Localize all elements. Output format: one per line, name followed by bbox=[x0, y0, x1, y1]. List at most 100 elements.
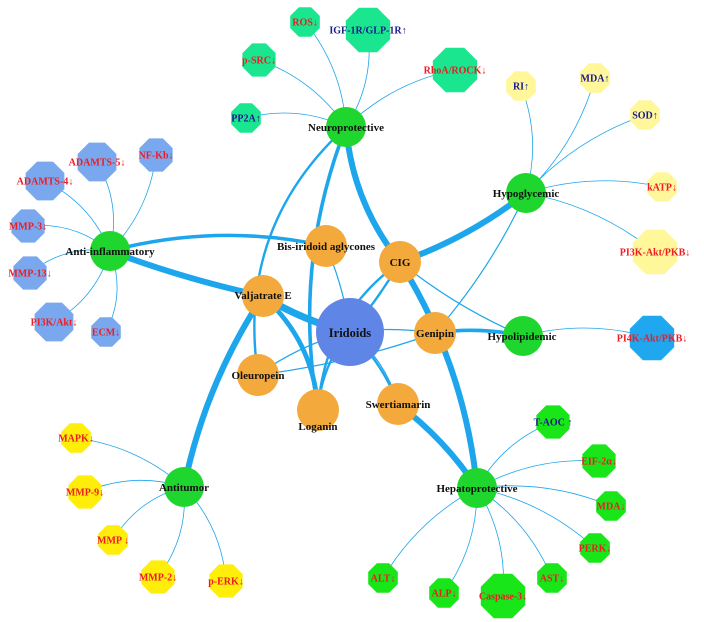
edge-loganin-neuroprotective bbox=[307, 125, 348, 412]
node-antitumor: Antitumor bbox=[159, 467, 209, 507]
leaf-label: MDA↑ bbox=[581, 74, 610, 85]
leaf-node: ROS↓ bbox=[290, 7, 320, 37]
leaf-octagon bbox=[68, 475, 102, 509]
leaf-label: T-AOC ↑ bbox=[534, 418, 573, 429]
leaf-octagon bbox=[432, 47, 478, 93]
node-swertiamarin: Swertiamarin bbox=[366, 383, 431, 425]
leaf-octagon bbox=[596, 491, 626, 521]
leaf-label: PI3K-Akt/PKB↓ bbox=[620, 248, 691, 259]
leaf-octagon bbox=[13, 256, 47, 290]
neuroprotective-label: Neuroprotective bbox=[308, 122, 384, 134]
leaf-octagon bbox=[91, 317, 121, 347]
leaf-label: MMP-13↓ bbox=[8, 269, 51, 280]
leaf-node: T-AOC ↑ bbox=[534, 405, 573, 439]
leaf-octagon bbox=[61, 423, 91, 453]
leaf-label: Caspase-3↓ bbox=[479, 592, 527, 603]
leaf-octagon bbox=[139, 138, 173, 172]
leaf-node: PP2A↑ bbox=[231, 103, 261, 133]
node-genipin: Genipin bbox=[414, 312, 456, 354]
leaf-label: MMP ↓ bbox=[97, 536, 129, 547]
leaf-node: NF-Kb↓ bbox=[139, 138, 174, 172]
leaf-node: MMP-13↓ bbox=[8, 256, 52, 290]
leaf-label: p-ERK↓ bbox=[208, 577, 244, 588]
component-circle bbox=[237, 354, 279, 396]
leaf-octagon bbox=[290, 7, 320, 37]
leaf-label: EIF-2α↓ bbox=[581, 457, 617, 468]
leaf-label: PERK↓ bbox=[579, 544, 612, 555]
leaf-label: ALT↓ bbox=[371, 574, 396, 585]
component-circle bbox=[242, 275, 284, 317]
leaf-node: MMP ↓ bbox=[97, 525, 129, 555]
leaf-label: ROS↓ bbox=[292, 18, 318, 29]
edge-oleuropein-neuroprotective bbox=[253, 125, 348, 377]
oleuropein-label: Oleuropein bbox=[232, 370, 285, 382]
leaf-node: MMP-3↓ bbox=[9, 209, 47, 243]
iridoids-label: Iridoids bbox=[329, 326, 372, 340]
leaf-octagon bbox=[480, 573, 526, 619]
edge-genipin-hypoglycemic bbox=[434, 192, 527, 334]
edge-bis-anti-inflammatory bbox=[108, 233, 328, 253]
center-circle bbox=[316, 298, 384, 366]
node-bis: Bis-iridoid aglycones bbox=[277, 225, 376, 267]
leaf-node: Caspase-3↓ bbox=[479, 573, 527, 619]
hub-circle bbox=[503, 316, 543, 356]
edge-cig-hepatoprotective bbox=[397, 259, 480, 491]
leaf-node: ALT↓ bbox=[368, 563, 398, 593]
swertiamarin-label: Swertiamarin bbox=[366, 399, 431, 411]
component-circle bbox=[297, 389, 339, 431]
leaf-octagon bbox=[209, 564, 243, 598]
leaf-label: MMP-9↓ bbox=[66, 488, 104, 499]
leaf-label: MMP-3↓ bbox=[9, 222, 47, 233]
bis-label: Bis-iridoid aglycones bbox=[277, 241, 376, 253]
leaf-octagon bbox=[580, 63, 610, 93]
leaf-node: MMP-2↓ bbox=[139, 560, 177, 594]
leaf-label: PI4K-Akt/PKB↓ bbox=[617, 334, 688, 345]
component-circle bbox=[305, 225, 347, 267]
node-hypolipidemic: Hypolipidemic bbox=[487, 316, 557, 356]
leaf-label: PI3K/Akt↓ bbox=[31, 318, 78, 329]
antitumor-label: Antitumor bbox=[159, 482, 209, 494]
leaf-octagon bbox=[34, 302, 74, 342]
leaf-node: AST↓ bbox=[537, 563, 567, 593]
hub-circle bbox=[457, 468, 497, 508]
leaf-octagon bbox=[25, 161, 65, 201]
hub-circle bbox=[90, 231, 130, 271]
leaf-node: RhoA/ROCK↓ bbox=[424, 47, 486, 93]
leaf-label: ECM↓ bbox=[92, 328, 120, 339]
node-cig: CIG bbox=[379, 241, 421, 283]
leaf-octagon bbox=[11, 209, 45, 243]
hypoglycemic-label: Hypoglycemic bbox=[493, 188, 560, 200]
cig-label: CIG bbox=[390, 257, 411, 269]
component-circle bbox=[379, 241, 421, 283]
leaf-label: ALP↓ bbox=[432, 589, 457, 600]
leaf-node: IGF-1R/GLP-1R↑ bbox=[329, 7, 407, 53]
hepatoprotective-label: Hepatoprotective bbox=[436, 483, 517, 495]
anti-inflammatory-label: Anti-inflammatory bbox=[65, 246, 155, 258]
leaf-node: ADAMTS-5↓ bbox=[69, 142, 125, 182]
leaf-node: MMP-9↓ bbox=[66, 475, 104, 509]
leaf-node: ECM↓ bbox=[91, 317, 121, 347]
component-circle bbox=[414, 312, 456, 354]
leaf-octagon bbox=[629, 315, 675, 361]
node-oleuropein: Oleuropein bbox=[232, 354, 285, 396]
node-iridoids: Iridoids bbox=[316, 298, 384, 366]
leaf-octagon bbox=[368, 563, 398, 593]
leaf-octagon bbox=[98, 525, 128, 555]
leaf-node: ALP↓ bbox=[429, 578, 459, 608]
leaf-node: p-SRC↓ bbox=[242, 43, 276, 77]
leaf-label: RI↑ bbox=[513, 82, 529, 93]
leaf-label: IGF-1R/GLP-1R↑ bbox=[329, 26, 406, 37]
valjatrate-label: Valjatrate E bbox=[234, 290, 291, 302]
leaf-node: EIF-2α↓ bbox=[581, 444, 617, 478]
leaf-label: ADAMTS-4↓ bbox=[17, 177, 74, 188]
leaf-octagon bbox=[630, 100, 660, 130]
leaf-node: PI4K-Akt/PKB↓ bbox=[617, 315, 688, 361]
leaf-node: SOD↑ bbox=[630, 100, 660, 130]
leaf-octagon bbox=[537, 563, 567, 593]
leaf-label: SOD↑ bbox=[632, 111, 658, 122]
leaf-octagon bbox=[536, 405, 570, 439]
leaf-octagon bbox=[582, 444, 616, 478]
leaf-octagon bbox=[506, 71, 536, 101]
node-loganin: Loganin bbox=[297, 389, 339, 433]
